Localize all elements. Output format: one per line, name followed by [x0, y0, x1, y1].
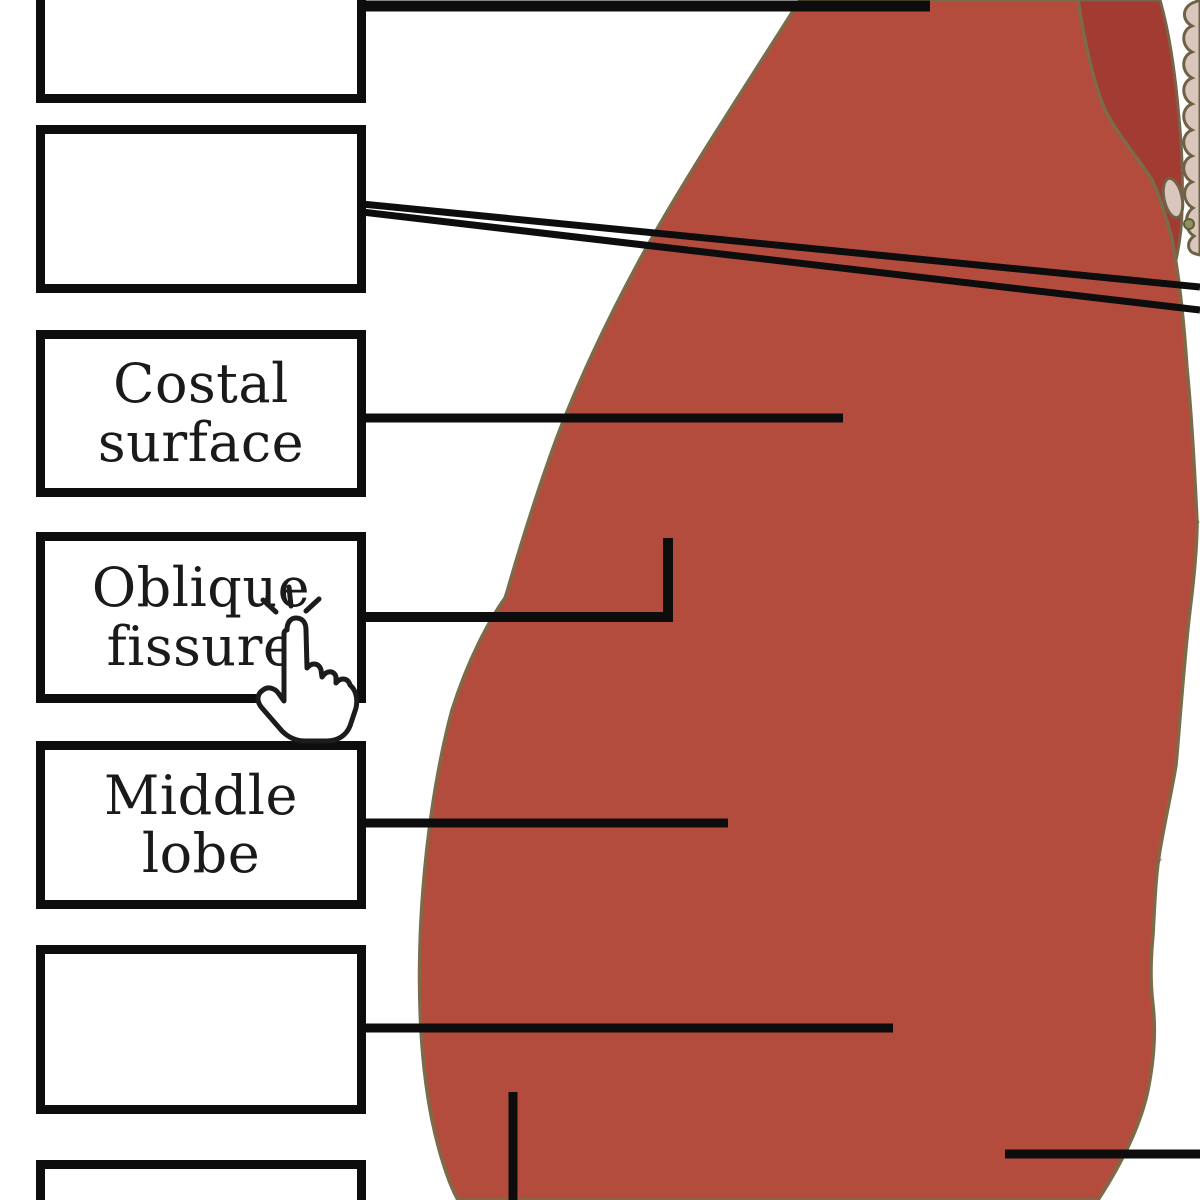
answer-box-2[interactable] [36, 125, 366, 293]
answer-box-6[interactable] [36, 945, 366, 1114]
answer-box-7[interactable] [36, 1160, 366, 1200]
answer-box-3-label: Costal surface [97, 352, 305, 474]
answer-box-1[interactable] [36, 0, 366, 103]
answer-box-middle-lobe[interactable]: Middle lobe [36, 741, 366, 909]
answer-box-5-label: Middle lobe [104, 763, 298, 885]
answer-box-4-label: Oblique fissure [91, 556, 311, 678]
answer-box-oblique-fissure[interactable]: Oblique fissure [36, 532, 366, 703]
answer-box-costal-surface[interactable]: Costal surface [36, 330, 366, 497]
